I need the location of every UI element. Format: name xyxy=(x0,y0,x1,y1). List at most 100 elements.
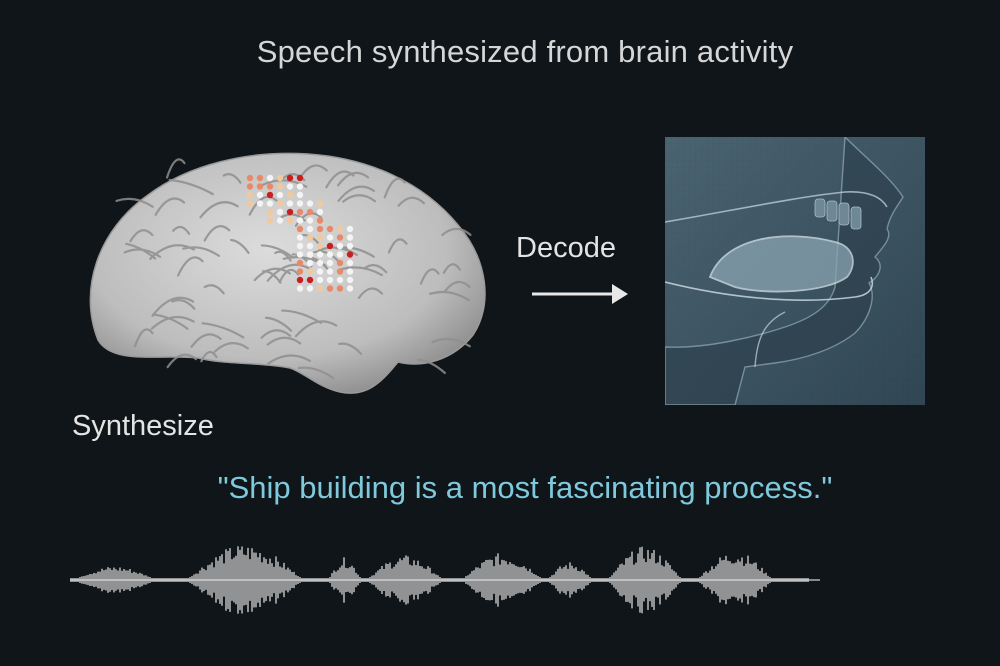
electrode-dot xyxy=(246,174,254,182)
brain-gyrus xyxy=(281,309,322,325)
brain-gyrus xyxy=(313,250,339,262)
electrode-dot xyxy=(326,268,334,275)
brain-gyrus xyxy=(190,333,222,348)
brain-gyrus xyxy=(338,266,383,277)
brain-gyrus xyxy=(222,173,242,184)
electrode-dot xyxy=(286,174,294,182)
electrode-dot xyxy=(316,259,324,267)
brain-gyrus xyxy=(125,242,157,260)
electrode-dot xyxy=(326,251,334,258)
electrode-dot xyxy=(336,242,344,250)
electrode-dot xyxy=(326,276,334,284)
brain-gyrus xyxy=(383,177,406,199)
brain-gyrus xyxy=(203,284,225,295)
synthesized-sentence: "Ship building is a most fascinating pro… xyxy=(217,470,833,505)
electrode-dot xyxy=(286,208,294,216)
brain-gyrus xyxy=(264,316,293,332)
brain-gyrus xyxy=(357,287,384,299)
brain-gyrus xyxy=(133,328,154,348)
electrode-dot xyxy=(326,225,334,233)
electrode-dot xyxy=(346,268,354,275)
electrode-dot xyxy=(266,208,274,216)
brain-gyrus xyxy=(338,342,363,355)
electrode-dot xyxy=(306,285,314,292)
brain-gyrus xyxy=(267,354,312,365)
electrode-dot xyxy=(246,191,254,199)
brain-gyrus xyxy=(337,171,370,187)
brain-gyrus xyxy=(342,194,377,203)
electrode-dot xyxy=(336,251,344,258)
electrode-dot xyxy=(296,217,304,224)
brain-gyrus xyxy=(229,238,250,254)
brain-gyrus xyxy=(199,201,239,219)
electrode-dot xyxy=(256,200,264,207)
electrode-dot xyxy=(296,200,304,207)
brain-gyrus xyxy=(266,336,302,346)
electrode-dot xyxy=(326,234,334,241)
brain-gyrus xyxy=(294,320,338,338)
brain-gyrus xyxy=(443,280,471,293)
brain-gyrus xyxy=(151,296,195,317)
electrode-dot xyxy=(316,242,324,250)
brain-gyrus xyxy=(166,353,198,369)
brain-gyrus xyxy=(297,366,334,379)
brain-gyrus xyxy=(200,350,218,363)
electrode-dot xyxy=(296,251,304,258)
electrode-dot xyxy=(346,259,354,267)
brain-gyrus xyxy=(248,195,278,216)
brain-gyrus xyxy=(153,313,189,330)
electrode-dot xyxy=(296,276,304,284)
electrode-dot xyxy=(326,259,334,267)
brain-gyrus xyxy=(441,227,472,237)
electrode-dot xyxy=(296,174,304,182)
brain-gyrus xyxy=(431,337,471,348)
electrode-dot xyxy=(296,225,304,233)
electrode-dot xyxy=(336,225,344,233)
decode-label: Decode xyxy=(516,232,616,264)
electrode-dot xyxy=(316,251,324,258)
electrode-dot xyxy=(306,268,314,275)
electrode-dot xyxy=(336,268,344,275)
electrode-dot xyxy=(346,285,354,292)
electrode-dot xyxy=(316,276,324,284)
electrode-dot xyxy=(336,285,344,292)
brain-gyrus xyxy=(182,246,220,257)
electrode-dot xyxy=(306,200,314,207)
electrode-dot xyxy=(286,217,294,224)
electrode-dot xyxy=(336,276,344,284)
electrode-dot xyxy=(336,234,344,241)
electrode-dot xyxy=(306,234,314,241)
electrode-dot xyxy=(306,217,314,224)
brain-gyrus xyxy=(278,268,300,284)
electrode-dot xyxy=(256,183,264,190)
tongue xyxy=(708,235,854,293)
electrode-dot xyxy=(276,208,284,216)
brain-gyrus xyxy=(115,197,154,208)
electrode-dot xyxy=(266,174,274,182)
electrode-dot xyxy=(306,242,314,250)
brain-gyrus xyxy=(417,358,446,375)
brain-gyrus xyxy=(171,299,196,310)
electrode-dot xyxy=(266,183,274,190)
electrode-dot xyxy=(316,285,324,292)
electrode-dot xyxy=(276,217,284,224)
electrode-dot xyxy=(296,208,304,216)
brain-gyrus xyxy=(203,225,231,242)
electrode-dot xyxy=(306,208,314,216)
page-title: Speech synthesized from brain activity xyxy=(256,34,794,69)
audio-waveform xyxy=(70,546,820,614)
electrode-dot xyxy=(316,217,324,224)
electrode-dot xyxy=(336,259,344,267)
brain-gyrus xyxy=(201,322,245,339)
vocal-tract-model xyxy=(665,137,925,405)
electrode-dot xyxy=(306,251,314,258)
brain-gyrus xyxy=(325,170,355,189)
electrode-dot xyxy=(256,174,264,182)
electrode-dot xyxy=(346,276,354,284)
brain-gyrus xyxy=(172,225,191,235)
electrode-dot xyxy=(296,259,304,267)
electrode-dot xyxy=(316,225,324,233)
electrode-dot xyxy=(316,208,324,216)
brain-gyrus xyxy=(428,290,470,302)
electrode-dot xyxy=(246,200,254,207)
